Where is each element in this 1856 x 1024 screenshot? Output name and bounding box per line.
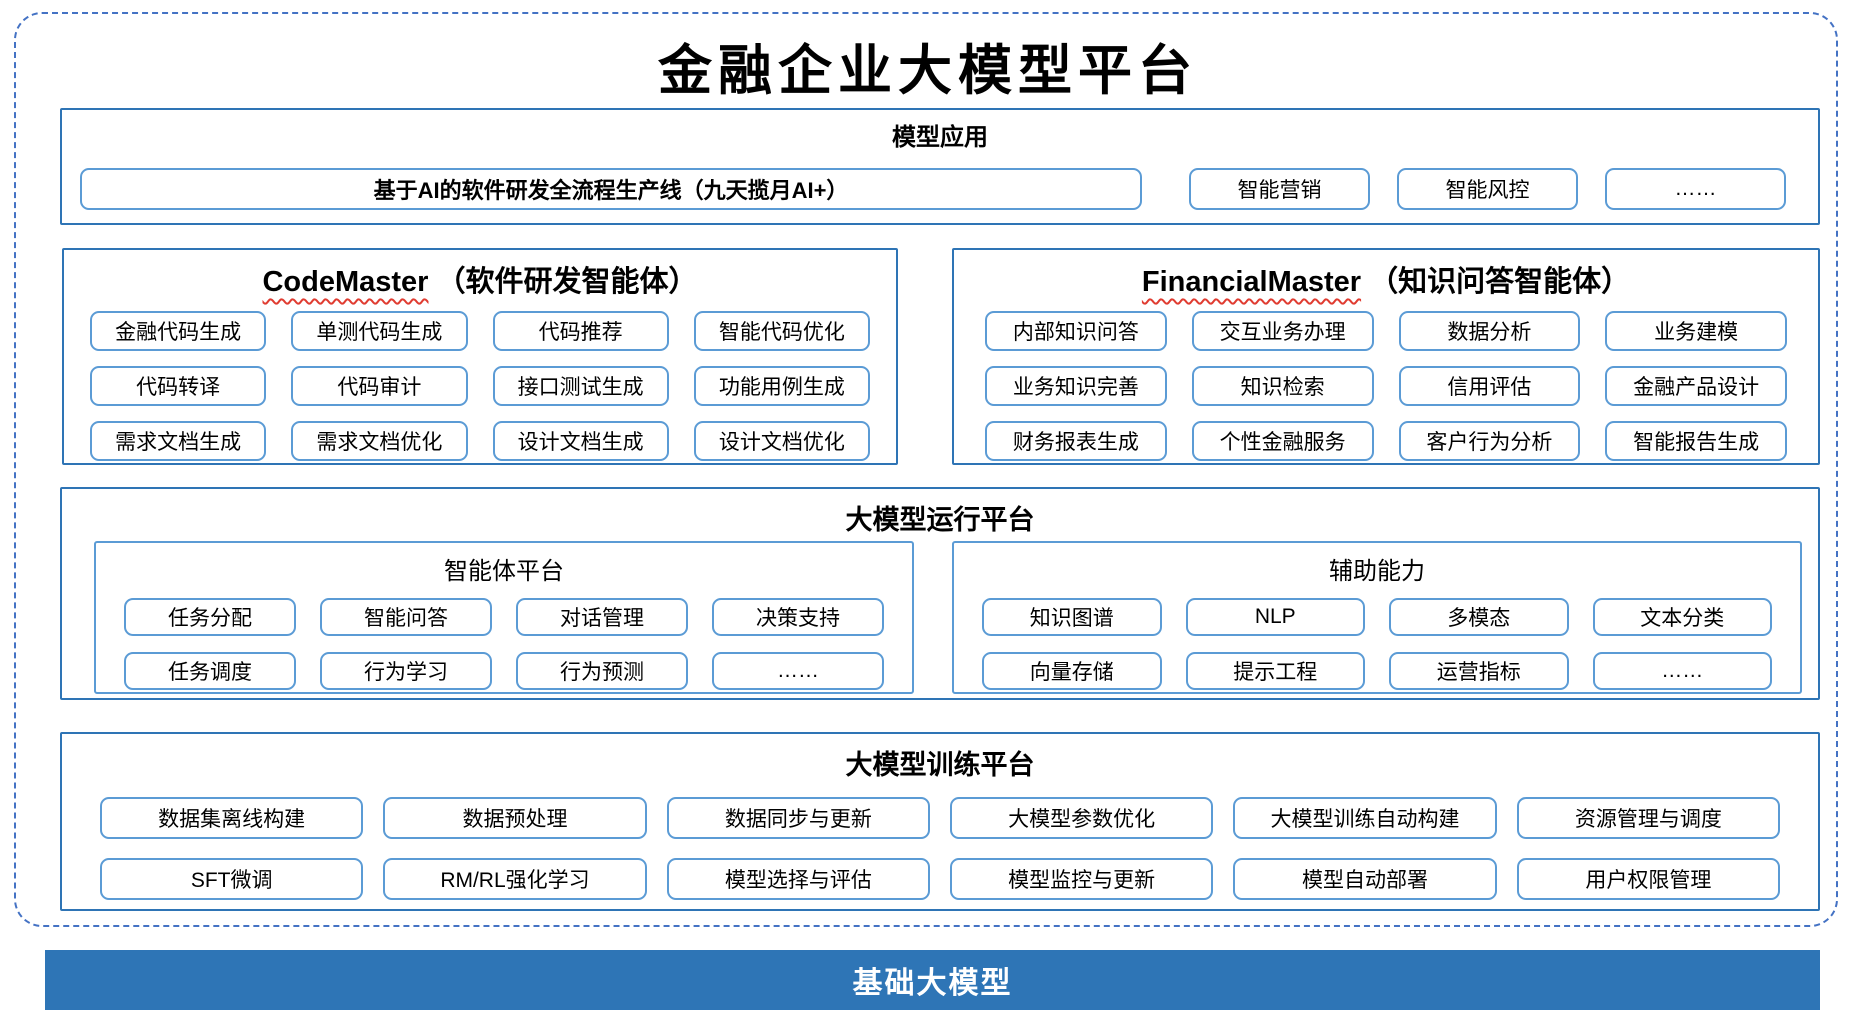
- diagram-node: 任务调度: [124, 652, 296, 690]
- diagram-node: 代码转译: [90, 366, 267, 406]
- diagram-node: 客户行为分析: [1398, 421, 1581, 461]
- diagram-node: 智能营销: [1189, 168, 1370, 210]
- diagram-node: 模型选择与评估: [666, 858, 930, 900]
- diagram-node: 知识检索: [1191, 366, 1374, 406]
- diagram-node: 任务分配: [124, 598, 296, 636]
- diagram-node: 数据预处理: [383, 797, 647, 839]
- agent-grid-financialmaster: 内部知识问答 交互业务办理 数据分析 业务建模 业务知识完善 知识检索 信用评估…: [985, 311, 1787, 461]
- diagram-node: 智能代码优化: [693, 311, 870, 351]
- auxiliary-header: 辅助能力: [1329, 558, 1425, 585]
- diagram-node: 智能问答: [320, 598, 492, 636]
- diagram-node: 数据集离线构建: [100, 797, 364, 839]
- diagram-node: 文本分类: [1592, 598, 1772, 636]
- diagram-node: 业务建模: [1605, 311, 1787, 351]
- training-header: 大模型训练平台: [845, 750, 1035, 780]
- diagram-node: 数据分析: [1398, 311, 1581, 351]
- diagram-node: 智能风控: [1397, 168, 1578, 210]
- diagram-node: 业务知识完善: [985, 366, 1167, 406]
- agent-title-codemaster: CodeMaster（软件研发智能体）: [64, 258, 896, 300]
- diagram-node: RM/RL强化学习: [383, 858, 647, 900]
- diagram-node: 知识图谱: [982, 598, 1162, 636]
- diagram-node: 内部知识问答: [985, 311, 1167, 351]
- diagram-node: 运营指标: [1389, 652, 1569, 690]
- base-model-label: 基础大模型: [852, 967, 1013, 1000]
- diagram-node: 需求文档生成: [90, 421, 267, 461]
- base-model-bar: 基础大模型: [45, 950, 1820, 1010]
- page-title: 金融企业大模型平台: [658, 38, 1198, 102]
- diagram-node: 行为预测: [516, 652, 688, 690]
- diagram-node: 大模型参数优化: [950, 797, 1214, 839]
- agent-title-financialmaster: FinancialMaster（知识问答智能体）: [954, 258, 1818, 300]
- diagram-node: ……: [1592, 652, 1772, 690]
- subsection-agent-platform: 智能体平台 任务分配 智能问答 对话管理 决策支持 任务调度 行为学习 行为预测…: [94, 541, 914, 694]
- agent-name-en: CodeMaster: [262, 266, 429, 298]
- diagram-node: 信用评估: [1398, 366, 1581, 406]
- diagram-node: 交互业务办理: [1191, 311, 1374, 351]
- diagram-node: 模型自动部署: [1233, 858, 1497, 900]
- section-runtime-platform: 大模型运行平台 智能体平台 任务分配 智能问答 对话管理 决策支持 任务调度 行…: [60, 487, 1820, 700]
- auxiliary-grid: 知识图谱 NLP 多模态 文本分类 向量存储 提示工程 运营指标 ……: [982, 598, 1772, 690]
- diagram-node: 决策支持: [712, 598, 884, 636]
- diagram-node: 用户权限管理: [1516, 858, 1780, 900]
- diagram-node: 财务报表生成: [985, 421, 1167, 461]
- diagram-node: 模型监控与更新: [950, 858, 1214, 900]
- model-apps-row: 基于AI的软件研发全流程生产线（九天揽月AI+） 智能营销 智能风控 ……: [80, 168, 1818, 210]
- diagram-node: 大模型训练自动构建: [1233, 797, 1497, 839]
- runtime-header: 大模型运行平台: [845, 505, 1035, 535]
- diagram-node: SFT微调: [100, 858, 364, 900]
- agent-name-cn: （软件研发智能体）: [436, 266, 698, 298]
- diagram-node: 对话管理: [516, 598, 688, 636]
- model-apps-header: 模型应用: [892, 124, 988, 151]
- diagram-node: 提示工程: [1185, 652, 1365, 690]
- diagram-node: 代码审计: [291, 366, 468, 406]
- agent-platform-grid: 任务分配 智能问答 对话管理 决策支持 任务调度 行为学习 行为预测 ……: [124, 598, 884, 690]
- agent-name-en: FinancialMaster: [1141, 266, 1362, 298]
- diagram-node: 需求文档优化: [291, 421, 468, 461]
- agent-platform-header: 智能体平台: [444, 558, 564, 585]
- section-model-apps: 模型应用 基于AI的软件研发全流程生产线（九天揽月AI+） 智能营销 智能风控 …: [60, 108, 1820, 225]
- diagram-node: NLP: [1185, 598, 1365, 636]
- diagram-node: 金融产品设计: [1605, 366, 1787, 406]
- agent-grid-codemaster: 金融代码生成 单测代码生成 代码推荐 智能代码优化 代码转译 代码审计 接口测试…: [90, 311, 870, 461]
- diagram-node: 个性金融服务: [1191, 421, 1374, 461]
- diagram-node: ……: [712, 652, 884, 690]
- agent-section-codemaster: CodeMaster（软件研发智能体） 金融代码生成 单测代码生成 代码推荐 智…: [62, 248, 898, 465]
- diagram-node: 单测代码生成: [291, 311, 468, 351]
- diagram-node: 多模态: [1389, 598, 1569, 636]
- subsection-auxiliary-capabilities: 辅助能力 知识图谱 NLP 多模态 文本分类 向量存储 提示工程 运营指标 ……: [952, 541, 1802, 694]
- diagram-node: 行为学习: [320, 652, 492, 690]
- diagram-node: 资源管理与调度: [1516, 797, 1780, 839]
- diagram-node: 功能用例生成: [693, 366, 870, 406]
- section-training-platform: 大模型训练平台 数据集离线构建 数据预处理 数据同步与更新 大模型参数优化 大模…: [60, 732, 1820, 911]
- diagram-node: 数据同步与更新: [666, 797, 930, 839]
- agent-section-financialmaster: FinancialMaster（知识问答智能体） 内部知识问答 交互业务办理 数…: [952, 248, 1820, 465]
- diagram-node: ……: [1605, 168, 1786, 210]
- diagram-node: 设计文档优化: [693, 421, 870, 461]
- diagram-node: 接口测试生成: [492, 366, 669, 406]
- diagram-node: 代码推荐: [492, 311, 669, 351]
- diagram-node: 智能报告生成: [1605, 421, 1787, 461]
- diagram-node: 向量存储: [982, 652, 1162, 690]
- diagram-node: 金融代码生成: [90, 311, 267, 351]
- outer-dashed-border: [14, 12, 1838, 927]
- diagram-node: 设计文档生成: [492, 421, 669, 461]
- agent-name-cn: （知识问答智能体）: [1369, 266, 1631, 298]
- diagram-node: 基于AI的软件研发全流程生产线（九天揽月AI+）: [80, 168, 1142, 210]
- training-grid: 数据集离线构建 数据预处理 数据同步与更新 大模型参数优化 大模型训练自动构建 …: [100, 797, 1780, 900]
